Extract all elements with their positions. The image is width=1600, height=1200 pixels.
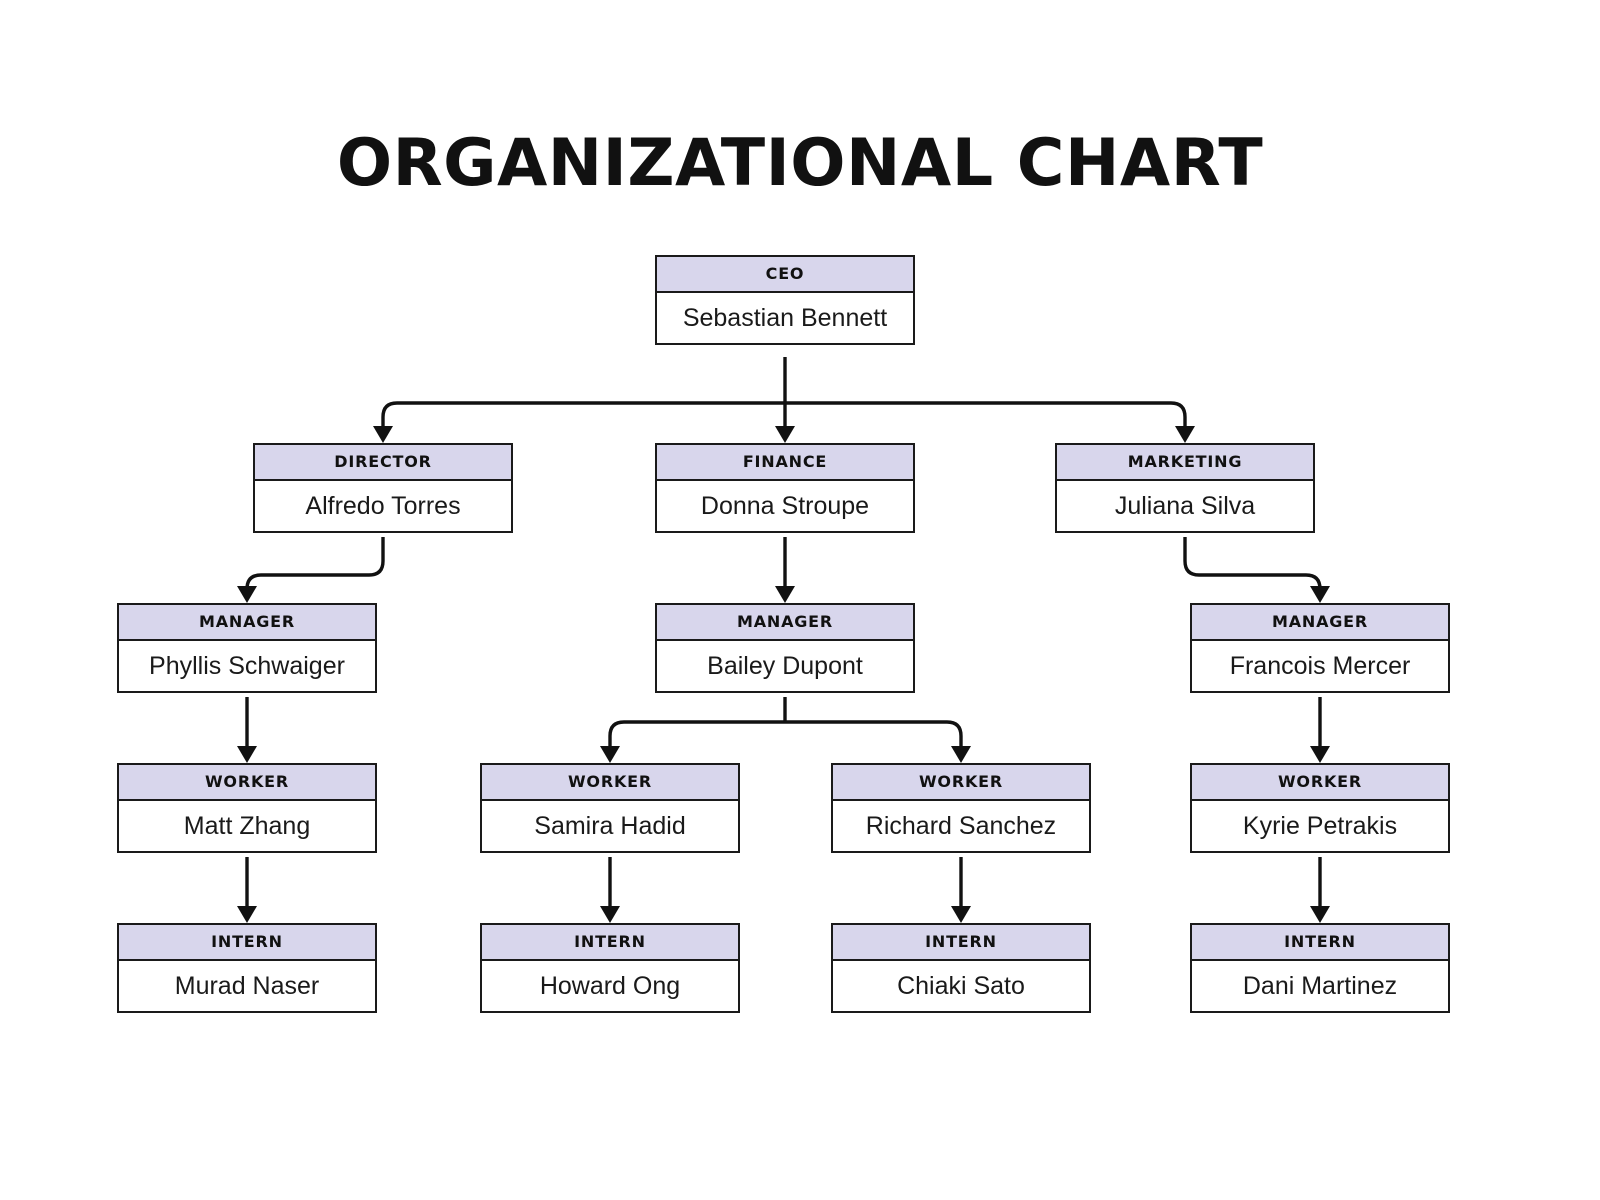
arrowhead-manager-right	[1310, 586, 1330, 603]
arrowhead-marketing	[1175, 426, 1195, 443]
connector-managerC-bus-left	[608, 720, 785, 748]
node-worker-left[interactable]: WORKER Matt Zhang	[117, 763, 377, 853]
node-director-role: DIRECTOR	[255, 445, 511, 481]
node-intern-right[interactable]: INTERN Dani Martinez	[1190, 923, 1450, 1013]
node-manager-right-role: MANAGER	[1192, 605, 1448, 641]
node-worker-right-name: Kyrie Petrakis	[1192, 801, 1448, 851]
node-manager-left-role: MANAGER	[119, 605, 375, 641]
node-intern-left-name: Murad Naser	[119, 961, 375, 1011]
node-worker-left-name: Matt Zhang	[119, 801, 375, 851]
arrowhead-worker-center-2	[951, 746, 971, 763]
arrowhead-manager-left	[237, 586, 257, 603]
node-intern-left-role: INTERN	[119, 925, 375, 961]
node-manager-center-name: Bailey Dupont	[657, 641, 913, 691]
node-ceo-name: Sebastian Bennett	[657, 293, 913, 343]
node-worker-center-1-role: WORKER	[482, 765, 738, 801]
node-worker-center-2-name: Richard Sanchez	[833, 801, 1089, 851]
node-intern-center-1-name: Howard Ong	[482, 961, 738, 1011]
arrowhead-intern-right	[1310, 906, 1330, 923]
node-worker-left-role: WORKER	[119, 765, 375, 801]
node-intern-center-1[interactable]: INTERN Howard Ong	[480, 923, 740, 1013]
arrowhead-manager-center	[775, 586, 795, 603]
node-manager-right[interactable]: MANAGER Francois Mercer	[1190, 603, 1450, 693]
node-finance-name: Donna Stroupe	[657, 481, 913, 531]
node-manager-center[interactable]: MANAGER Bailey Dupont	[655, 603, 915, 693]
arrowhead-intern-left	[237, 906, 257, 923]
page-title: ORGANIZATIONAL CHART	[336, 126, 1264, 201]
connector-bus-horizontal	[785, 401, 1187, 428]
arrowhead-worker-center-1	[600, 746, 620, 763]
arrowhead-director	[373, 426, 393, 443]
node-marketing[interactable]: MARKETING Juliana Silva	[1055, 443, 1315, 533]
node-intern-center-2-name: Chiaki Sato	[833, 961, 1089, 1011]
node-manager-left[interactable]: MANAGER Phyllis Schwaiger	[117, 603, 377, 693]
node-manager-center-role: MANAGER	[657, 605, 913, 641]
node-worker-center-1-name: Samira Hadid	[482, 801, 738, 851]
node-intern-left[interactable]: INTERN Murad Naser	[117, 923, 377, 1013]
node-worker-right-role: WORKER	[1192, 765, 1448, 801]
connector-managerC-bus-right	[785, 720, 963, 748]
node-director[interactable]: DIRECTOR Alfredo Torres	[253, 443, 513, 533]
node-manager-left-name: Phyllis Schwaiger	[119, 641, 375, 691]
node-ceo-role: CEO	[657, 257, 913, 293]
node-intern-right-role: INTERN	[1192, 925, 1448, 961]
node-marketing-name: Juliana Silva	[1057, 481, 1313, 531]
node-intern-center-1-role: INTERN	[482, 925, 738, 961]
node-marketing-role: MARKETING	[1057, 445, 1313, 481]
node-worker-center-2-role: WORKER	[833, 765, 1089, 801]
connector-marketing-manager	[1183, 537, 1322, 591]
arrowhead-intern-center-2	[951, 906, 971, 923]
node-worker-center-2[interactable]: WORKER Richard Sanchez	[831, 763, 1091, 853]
node-ceo[interactable]: CEO Sebastian Bennett	[655, 255, 915, 345]
node-worker-center-1[interactable]: WORKER Samira Hadid	[480, 763, 740, 853]
node-intern-center-2-role: INTERN	[833, 925, 1089, 961]
connector-bus-horizontal-left	[381, 401, 785, 428]
arrowhead-worker-right	[1310, 746, 1330, 763]
node-finance-role: FINANCE	[657, 445, 913, 481]
arrowhead-worker-left	[237, 746, 257, 763]
node-worker-right[interactable]: WORKER Kyrie Petrakis	[1190, 763, 1450, 853]
arrowhead-intern-center-1	[600, 906, 620, 923]
arrowhead-finance	[775, 426, 795, 443]
node-intern-right-name: Dani Martinez	[1192, 961, 1448, 1011]
node-intern-center-2[interactable]: INTERN Chiaki Sato	[831, 923, 1091, 1013]
node-finance[interactable]: FINANCE Donna Stroupe	[655, 443, 915, 533]
node-director-name: Alfredo Torres	[255, 481, 511, 531]
node-manager-right-name: Francois Mercer	[1192, 641, 1448, 691]
connector-director-manager	[245, 537, 385, 591]
